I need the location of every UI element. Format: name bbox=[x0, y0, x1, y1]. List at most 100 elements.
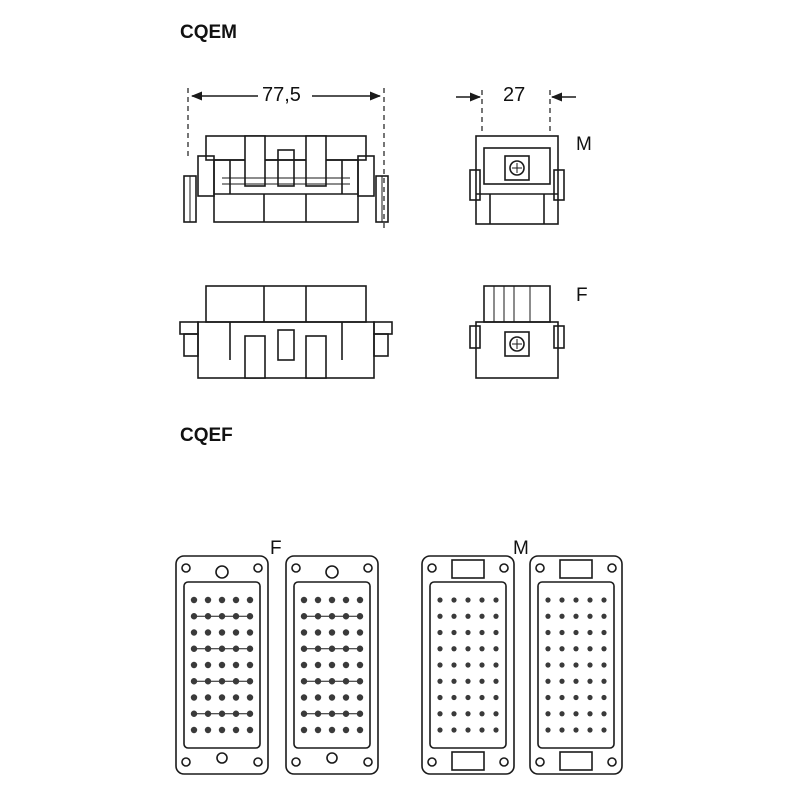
contact-pin bbox=[559, 629, 565, 636]
contact-pin bbox=[218, 661, 226, 669]
contact-pin bbox=[190, 661, 198, 669]
contact-pin bbox=[451, 694, 457, 701]
contact-pin bbox=[300, 645, 308, 652]
contact-pin bbox=[587, 727, 593, 733]
screw-icon bbox=[291, 563, 301, 573]
contact-pin bbox=[314, 645, 322, 652]
contact-pin bbox=[545, 613, 551, 619]
contact-pin bbox=[587, 613, 593, 619]
contact-pin bbox=[300, 678, 308, 685]
latch-bottom bbox=[451, 751, 485, 771]
contact-pin bbox=[437, 597, 443, 603]
contact-pin bbox=[232, 596, 240, 604]
contact-pin bbox=[573, 711, 579, 717]
contact-pin bbox=[328, 694, 336, 701]
contact-pin bbox=[451, 662, 457, 668]
screw-icon bbox=[499, 757, 509, 767]
contact-pin bbox=[601, 678, 607, 684]
contact-pin bbox=[300, 613, 308, 620]
contact-pin bbox=[451, 678, 457, 684]
contact-pin bbox=[573, 694, 579, 701]
insert-frame bbox=[285, 555, 379, 775]
contact-pin bbox=[573, 678, 579, 684]
contact-pin bbox=[601, 694, 607, 701]
contact-pin bbox=[342, 596, 350, 604]
contact-pin bbox=[218, 694, 226, 701]
contact-pin bbox=[314, 629, 322, 636]
contact-pin bbox=[356, 645, 364, 652]
contact-pin bbox=[587, 678, 593, 684]
contact-pin bbox=[342, 678, 350, 685]
contact-pin bbox=[479, 597, 485, 603]
contact-pin bbox=[328, 661, 336, 669]
contact-pin bbox=[342, 694, 350, 701]
contact-pin bbox=[314, 596, 322, 604]
contact-pin bbox=[218, 629, 226, 636]
screw-icon bbox=[535, 757, 545, 767]
insert-body bbox=[183, 581, 261, 749]
contact-pin bbox=[218, 645, 226, 652]
contact-pin bbox=[190, 678, 198, 685]
contact-pin bbox=[587, 694, 593, 701]
contact-pin bbox=[218, 726, 226, 734]
contact-pin bbox=[493, 711, 499, 717]
insert-frame bbox=[175, 555, 269, 775]
variant-label-m-face: M bbox=[513, 538, 529, 559]
contact-pin bbox=[246, 596, 254, 604]
contact-pin bbox=[587, 646, 593, 652]
contact-pin bbox=[545, 727, 551, 733]
contact-pin bbox=[232, 694, 240, 701]
contact-pin bbox=[204, 661, 212, 669]
screw-icon bbox=[181, 757, 191, 767]
contact-pin bbox=[479, 662, 485, 668]
contact-pin bbox=[314, 661, 322, 669]
ground-screw-icon bbox=[326, 752, 338, 764]
contact-pin bbox=[437, 711, 443, 717]
contact-pin bbox=[465, 646, 471, 652]
contact-pin bbox=[314, 613, 322, 620]
contact-pin bbox=[190, 645, 198, 652]
latch-top bbox=[559, 559, 593, 579]
contact-pin bbox=[479, 613, 485, 619]
contact-pin bbox=[300, 726, 308, 734]
variant-label-f-face: F bbox=[270, 538, 282, 559]
contact-pin bbox=[493, 629, 499, 636]
face-views bbox=[175, 555, 623, 775]
insert-frame bbox=[421, 555, 515, 775]
contact-pin bbox=[328, 726, 336, 734]
contact-pin bbox=[559, 662, 565, 668]
contact-pin bbox=[493, 727, 499, 733]
contact-pin bbox=[451, 646, 457, 652]
contact-pin bbox=[493, 694, 499, 701]
contact-pin bbox=[545, 662, 551, 668]
contact-pin bbox=[190, 613, 198, 620]
contact-pin bbox=[300, 661, 308, 669]
contact-pin bbox=[587, 629, 593, 636]
width-dimension bbox=[187, 88, 385, 230]
screw-icon bbox=[607, 757, 617, 767]
insert-frame bbox=[529, 555, 623, 775]
contact-pin bbox=[300, 629, 308, 636]
contact-pin bbox=[479, 629, 485, 636]
contact-pin bbox=[204, 645, 212, 652]
contact-pin bbox=[451, 597, 457, 603]
contact-pin bbox=[232, 613, 240, 620]
contact-pin bbox=[190, 726, 198, 734]
contact-pin bbox=[204, 613, 212, 620]
contact-pin bbox=[601, 629, 607, 636]
contact-pin bbox=[204, 694, 212, 701]
contact-pin bbox=[314, 710, 322, 717]
contact-pin bbox=[601, 727, 607, 733]
contact-pin bbox=[218, 710, 226, 717]
variant-label-m-side: M bbox=[576, 134, 592, 155]
contact-pin bbox=[218, 678, 226, 685]
contact-pin bbox=[300, 694, 308, 701]
contact-pin bbox=[479, 711, 485, 717]
contact-pin bbox=[232, 678, 240, 685]
contact-pin bbox=[559, 597, 565, 603]
contact-pin bbox=[314, 726, 322, 734]
contact-pin bbox=[246, 613, 254, 620]
contact-pin bbox=[465, 727, 471, 733]
contact-pin bbox=[573, 613, 579, 619]
contact-pin bbox=[328, 645, 336, 652]
